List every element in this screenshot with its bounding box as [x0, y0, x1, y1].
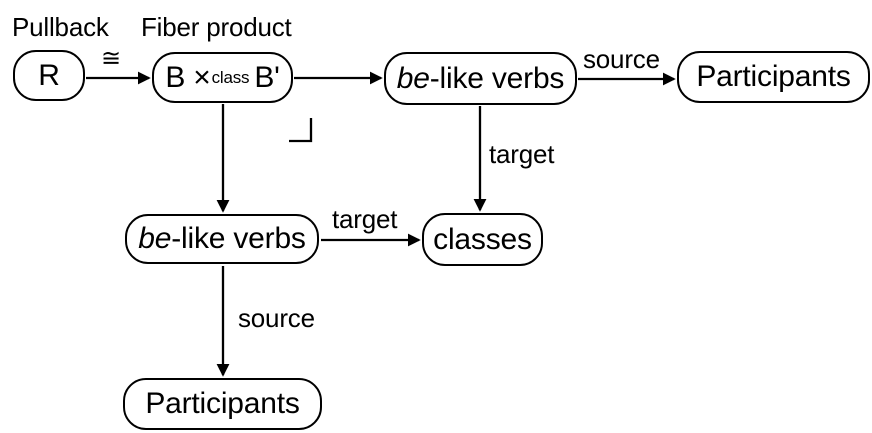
- fiber-product-base-left: B ×: [165, 60, 211, 94]
- be-like-verbs-bottom-italic: be: [138, 222, 172, 255]
- node-participants-top: Participants: [677, 51, 870, 103]
- participants-bottom-label: Participants: [145, 387, 300, 420]
- edge-label-target-middle: target: [489, 139, 555, 169]
- participants-top-label: Participants: [696, 60, 851, 93]
- be-like-verbs-top-italic: be: [396, 61, 430, 95]
- pullback-corner-icon: [289, 118, 313, 143]
- edge-label-source-lower: source: [238, 303, 315, 333]
- node-be-like-verbs-bottom: be-like verbs: [125, 214, 319, 264]
- edge-label-isomorphism: ≅: [101, 45, 121, 72]
- node-r: R: [13, 50, 85, 101]
- node-participants-bottom: Participants: [123, 378, 322, 430]
- node-r-label: R: [38, 58, 60, 92]
- be-like-verbs-top-rest: -like verbs: [429, 61, 565, 95]
- edge-label-target-lower: target: [332, 204, 398, 234]
- be-like-verbs-bottom-rest: -like verbs: [171, 222, 306, 255]
- annotation-pullback: Pullback: [12, 12, 109, 42]
- node-be-like-verbs-top: be-like verbs: [384, 52, 577, 105]
- classes-label: classes: [433, 222, 532, 256]
- annotation-fiber-product: Fiber product: [141, 12, 292, 42]
- fiber-product-base-right: B': [254, 60, 280, 94]
- edge-label-source-top: source: [583, 44, 660, 74]
- node-classes: classes: [422, 213, 543, 266]
